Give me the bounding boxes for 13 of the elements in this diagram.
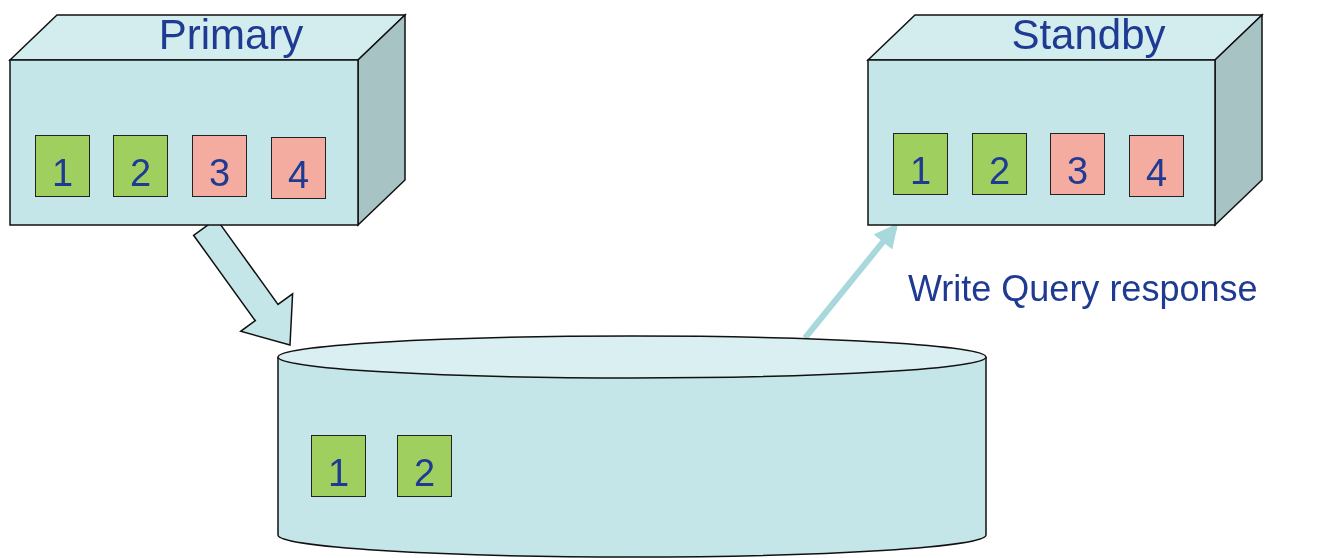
data-block: 4 [1129, 135, 1184, 197]
data-block: 3 [1050, 133, 1105, 195]
data-block: 2 [397, 435, 452, 497]
data-block: 2 [113, 135, 168, 197]
data-block: 2 [972, 133, 1027, 195]
data-block: 4 [271, 137, 326, 199]
data-block: 3 [192, 135, 247, 197]
edge-label: Write Query response [908, 268, 1258, 310]
data-block: 1 [311, 435, 366, 497]
data-block: 1 [893, 133, 948, 195]
box-title: Standby [1010, 11, 1167, 59]
data-block: 1 [35, 135, 90, 197]
box-title: Primary [157, 11, 305, 59]
